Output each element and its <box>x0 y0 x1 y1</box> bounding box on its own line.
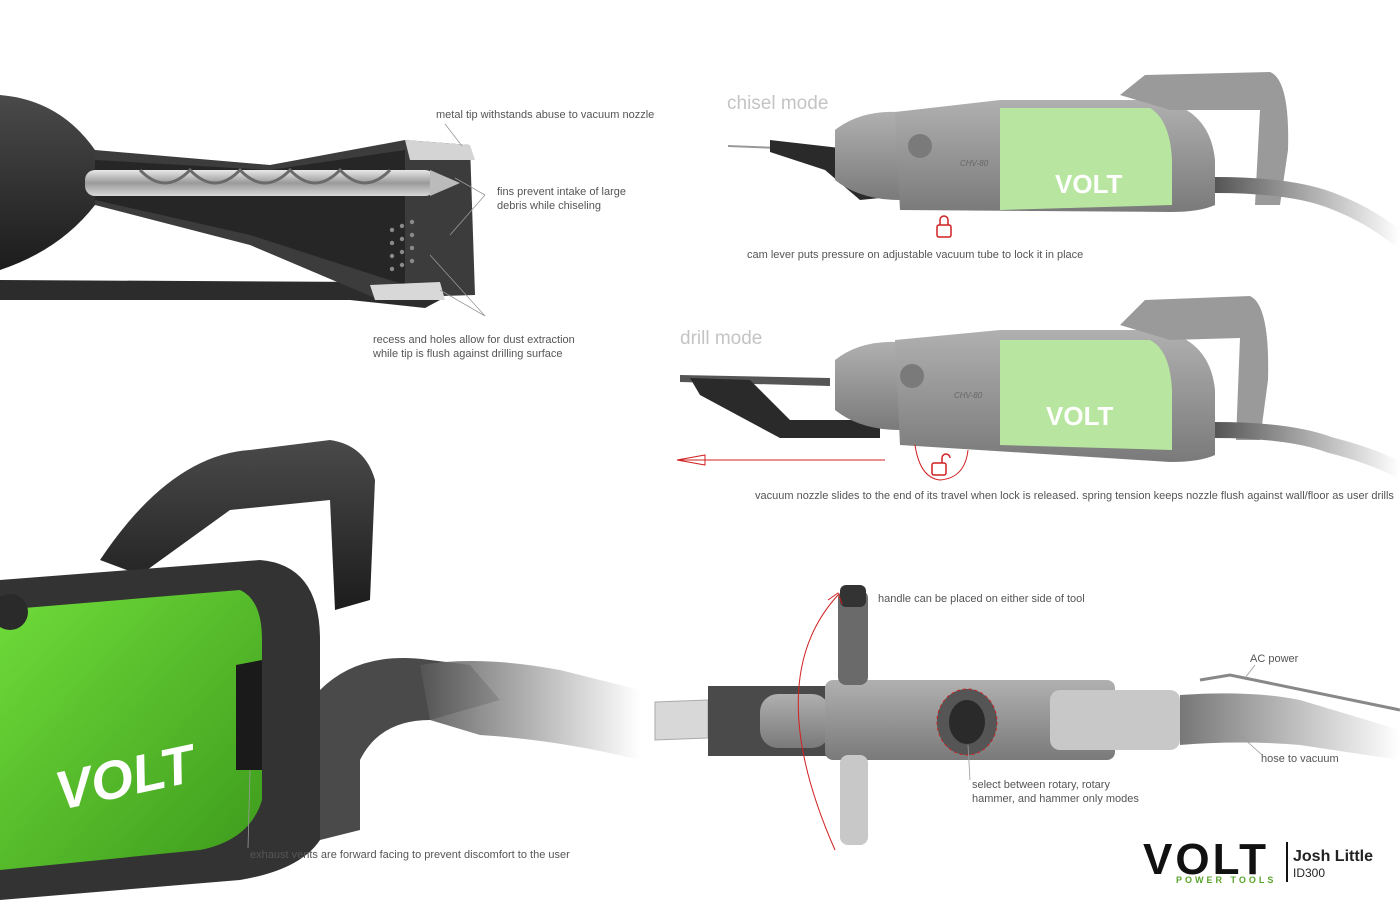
volt-brand-logo: VOLT <box>1143 835 1270 884</box>
top-view-render <box>654 585 1400 851</box>
author-name: Josh Little <box>1293 848 1374 865</box>
volt-logo-drill: VOLT <box>1046 401 1114 431</box>
annotation-ac-power: AC power <box>1250 653 1299 665</box>
annotation-recess-line1: recess and holes allow for dust extracti… <box>373 334 575 346</box>
annotation-select-line1: select between rotary, rotary <box>972 779 1110 791</box>
model-label-chisel: CHV-80 <box>960 159 989 168</box>
model-label-drill: CHV-80 <box>954 391 983 400</box>
volt-logo-chisel: VOLT <box>1055 169 1123 199</box>
annotation-select-line2: hammer, and hammer only modes <box>972 793 1139 805</box>
annotation-hose: hose to vacuum <box>1261 753 1339 765</box>
course-code: ID300 <box>1293 866 1326 880</box>
annotation-metal-tip: metal tip withstands abuse to vacuum noz… <box>436 109 655 121</box>
drill-mode-render: VOLT CHV-80 <box>676 296 1400 481</box>
nozzle-closeup-render <box>0 95 486 317</box>
annotation-nozzle-slides: vacuum nozzle slides to the end of its t… <box>755 490 1394 502</box>
chisel-mode-heading: chisel mode <box>727 93 829 114</box>
brand-tagline: POWER TOOLS <box>1176 875 1277 885</box>
annotation-exhaust: exhaust vents are forward facing to prev… <box>250 849 570 861</box>
chisel-mode-render: VOLT CHV-80 <box>727 72 1400 247</box>
annotation-handle-side: handle can be placed on either side of t… <box>878 593 1085 605</box>
annotation-recess-line2: while tip is flush against drilling surf… <box>373 348 563 360</box>
annotation-fins-line2: debris while chiseling <box>497 200 601 212</box>
drill-mode-heading: drill mode <box>680 328 763 349</box>
annotation-fins-line1: fins prevent intake of large <box>497 186 627 198</box>
body-closeup-render: VOLT <box>0 440 640 900</box>
annotation-cam-lever: cam lever puts pressure on adjustable va… <box>747 249 1084 261</box>
brand-divider <box>1286 842 1288 882</box>
